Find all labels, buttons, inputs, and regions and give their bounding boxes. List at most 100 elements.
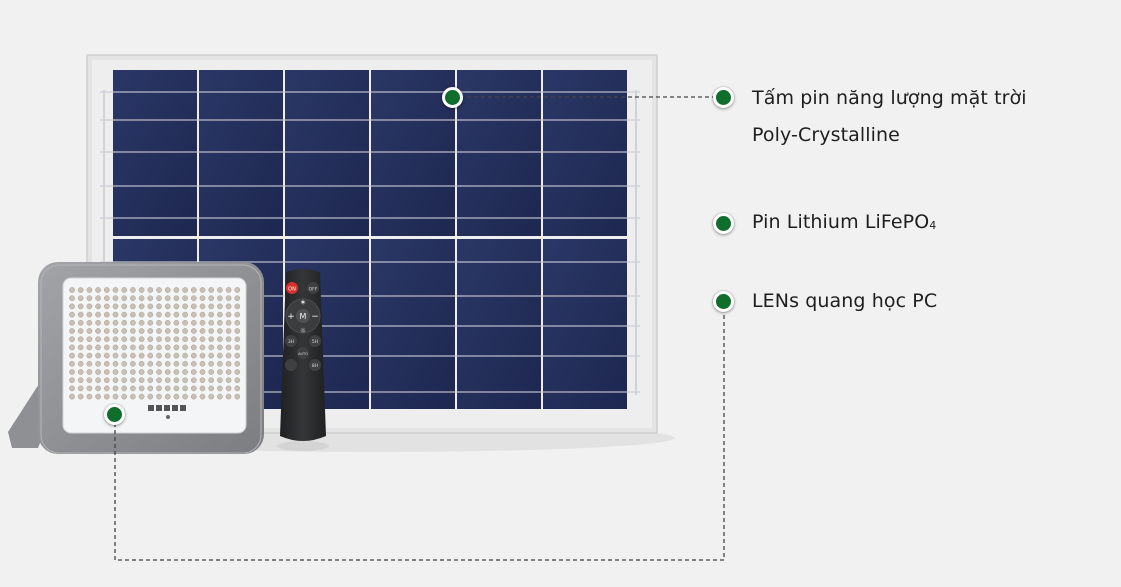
- led-chip: [217, 311, 223, 318]
- led-chip: [121, 385, 128, 392]
- led-chip: [217, 393, 223, 400]
- led-chip: [77, 295, 84, 302]
- led-chip: [103, 360, 110, 367]
- led-chip: [69, 344, 75, 351]
- led-chip: [121, 393, 128, 400]
- led-chip: [121, 377, 128, 384]
- led-chip: [95, 360, 101, 367]
- led-chip: [173, 303, 180, 310]
- led-chip: [103, 303, 110, 310]
- led-chip: [86, 360, 93, 367]
- feature-solar-line2: Poly-Crystalline: [752, 124, 900, 146]
- led-chip: [156, 393, 162, 400]
- led-chip: [69, 369, 75, 375]
- led-chip: [190, 393, 197, 400]
- leader-lines: [114, 96, 725, 561]
- led-chip: [156, 377, 162, 384]
- led-chip: [225, 385, 232, 392]
- led-chip: [138, 344, 145, 351]
- led-chip: [190, 311, 197, 318]
- led-chip: [173, 393, 180, 400]
- led-chip: [130, 319, 136, 326]
- led-chip: [156, 360, 162, 367]
- led-chip: [225, 393, 232, 400]
- marker-dot-solar-panel: [442, 87, 463, 108]
- led-chip: [121, 287, 128, 293]
- led-chip: [103, 287, 110, 293]
- led-chip: [190, 385, 197, 392]
- led-chip: [217, 336, 223, 343]
- led-chip: [234, 369, 241, 375]
- led-chip: [199, 344, 206, 351]
- led-chip: [225, 352, 232, 359]
- led-chip: [199, 385, 206, 392]
- led-chip: [234, 328, 241, 334]
- led-chip: [164, 369, 171, 375]
- led-chip: [95, 344, 101, 351]
- led-chip: [103, 344, 110, 351]
- led-chip: [164, 377, 171, 384]
- led-chip: [225, 311, 232, 318]
- marker-dot-lens-label: [713, 291, 734, 312]
- feature-battery-text: Pin Lithium LiFePO: [752, 211, 930, 233]
- led-chip: [86, 344, 93, 351]
- solar-cell: [113, 70, 197, 236]
- led-chip: [130, 385, 136, 392]
- led-chip: [217, 369, 223, 375]
- remote-8h-label: 8H: [312, 363, 318, 369]
- led-chip: [173, 360, 180, 367]
- led-chip: [156, 287, 162, 293]
- remote-5h-label: 5H: [312, 339, 318, 345]
- remote-on-label: ON: [288, 287, 296, 293]
- led-chip: [103, 319, 110, 326]
- led-chip: [138, 319, 145, 326]
- led-chip: [121, 303, 128, 310]
- led-chip: [156, 295, 162, 302]
- led-chip: [147, 352, 154, 359]
- led-chip: [147, 385, 154, 392]
- led-chip: [95, 319, 101, 326]
- led-chip: [77, 287, 84, 293]
- led-chip: [86, 287, 93, 293]
- led-chip: [138, 352, 145, 359]
- led-chip: [199, 303, 206, 310]
- led-chip: [225, 369, 232, 375]
- led-chip: [164, 352, 171, 359]
- led-chip: [147, 344, 154, 351]
- led-chip: [234, 319, 241, 326]
- led-chip: [234, 393, 241, 400]
- led-chip: [173, 369, 180, 375]
- led-chip: [130, 344, 136, 351]
- led-chip: [164, 295, 171, 302]
- led-chip: [208, 385, 215, 392]
- led-chip: [208, 344, 215, 351]
- led-chip: [86, 303, 93, 310]
- solar-cell: [457, 70, 541, 236]
- led-chip: [173, 328, 180, 334]
- led-chip: [86, 336, 93, 343]
- led-chip: [69, 393, 75, 400]
- led-chip: [69, 303, 75, 310]
- led-chip: [164, 360, 171, 367]
- led-chip: [156, 319, 162, 326]
- led-chip: [103, 393, 110, 400]
- led-chip: [138, 336, 145, 343]
- led-chip: [182, 352, 188, 359]
- led-chip: [147, 287, 154, 293]
- led-chip: [217, 352, 223, 359]
- led-chip: [190, 336, 197, 343]
- led-chip: [103, 385, 110, 392]
- led-chip: [217, 319, 223, 326]
- led-chip: [69, 287, 75, 293]
- led-chip: [190, 287, 197, 293]
- remote-control: ON OFF M ✶ ☼ + − 3H 5H AUTO 8H: [277, 269, 329, 451]
- led-chip: [130, 352, 136, 359]
- led-chip: [156, 352, 162, 359]
- solar-cell: [285, 70, 369, 236]
- led-chip: [69, 336, 75, 343]
- led-chip: [208, 303, 215, 310]
- led-chip: [173, 344, 180, 351]
- led-chip: [164, 336, 171, 343]
- led-chip: [234, 336, 241, 343]
